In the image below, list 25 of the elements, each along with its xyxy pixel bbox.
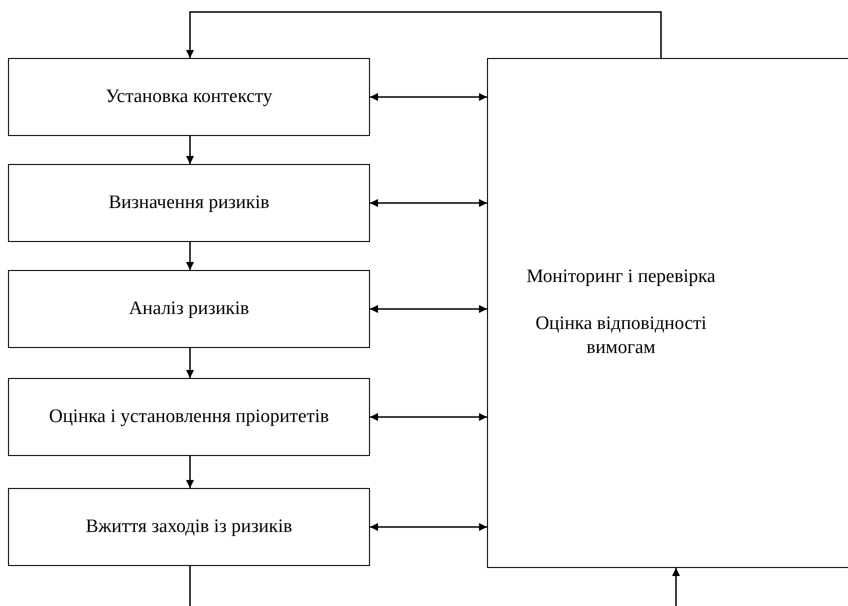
arrow	[186, 242, 194, 270]
arrow	[370, 305, 487, 313]
monitoring-box	[487, 58, 848, 568]
arrow	[186, 136, 194, 164]
node-text: Моніторинг і перевірка	[526, 264, 716, 289]
node-text: Вжиття заходів із ризиків	[86, 514, 292, 539]
node-text: Установка контексту	[106, 84, 272, 109]
node-text: Оцінка відповідності вимогам	[534, 312, 708, 360]
node-text: Визначення ризиків	[108, 190, 270, 215]
process-box	[8, 164, 370, 242]
arrow	[186, 456, 194, 488]
process-box	[8, 378, 370, 456]
arrow	[186, 348, 194, 378]
process-box	[8, 488, 370, 566]
arrow	[370, 523, 487, 531]
arrow	[370, 199, 487, 207]
arrow	[370, 413, 487, 421]
node-text: Оцінка і установлення пріоритетів	[49, 404, 329, 429]
connector-line	[189, 566, 191, 606]
arrow	[370, 93, 487, 101]
process-box	[8, 270, 370, 348]
arrow	[672, 568, 680, 606]
node-text: Аналіз ризиків	[128, 296, 250, 321]
arrow	[186, 11, 662, 58]
process-box	[8, 58, 370, 136]
